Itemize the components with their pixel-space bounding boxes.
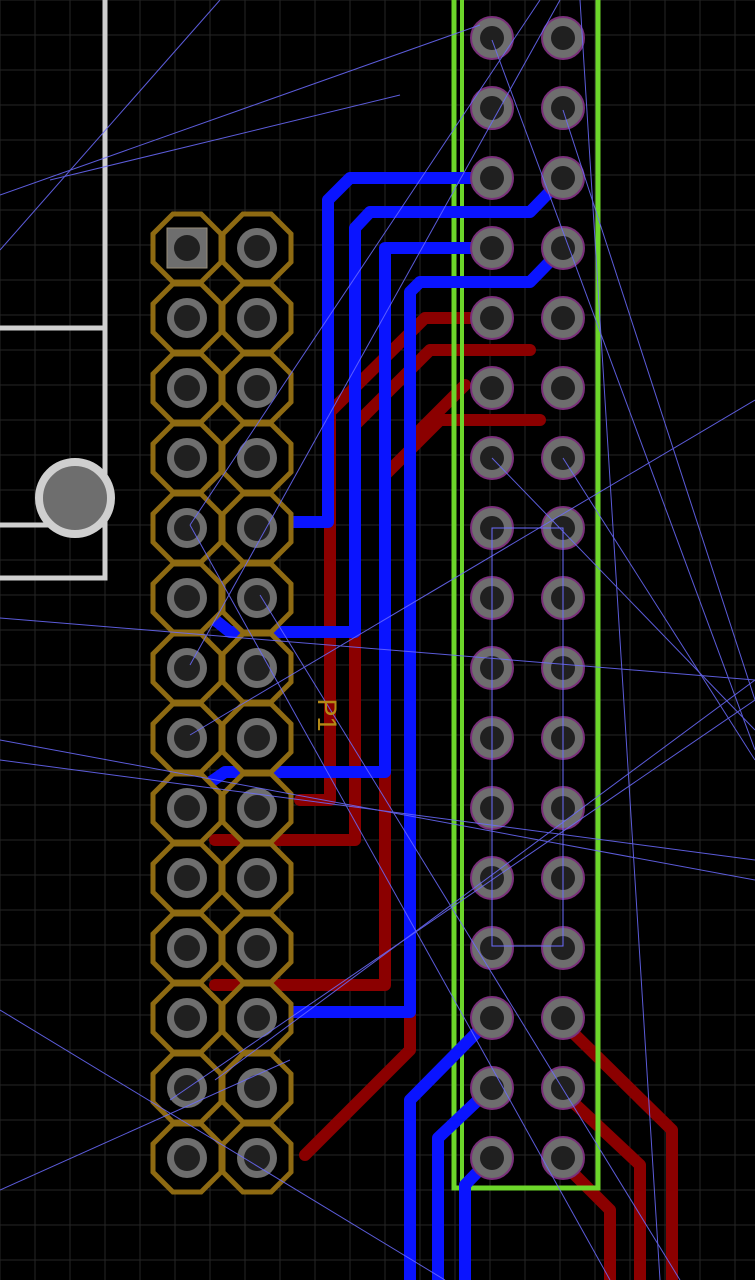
p1-pad[interactable] — [150, 211, 224, 285]
p1-pad[interactable] — [220, 701, 294, 775]
connector-right[interactable] — [470, 16, 585, 1180]
p1-pad[interactable] — [220, 211, 294, 285]
p1-pad[interactable] — [220, 1121, 294, 1195]
connector-pad[interactable] — [541, 996, 585, 1040]
p1-pad[interactable] — [220, 561, 294, 635]
top-trace — [432, 1081, 498, 1280]
connector-pad[interactable] — [541, 226, 585, 270]
connector-pad[interactable] — [541, 1136, 585, 1180]
p1-pad[interactable] — [150, 631, 224, 705]
connector-pad[interactable] — [470, 296, 514, 340]
top-trace — [199, 242, 498, 792]
top-copper-layer[interactable] — [199, 172, 569, 1280]
p1-pad[interactable] — [220, 771, 294, 845]
top-trace — [199, 172, 569, 638]
top-trace — [284, 242, 569, 1018]
p1-pad[interactable] — [150, 911, 224, 985]
p1-pad[interactable] — [220, 841, 294, 915]
mounting-hole[interactable] — [35, 458, 115, 538]
bottom-trace — [554, 1084, 646, 1280]
p1-pad[interactable] — [150, 701, 224, 775]
connector-pad[interactable] — [541, 16, 585, 60]
p1-pad[interactable] — [150, 1121, 224, 1195]
p1-pad[interactable] — [220, 631, 294, 705]
connector-pad[interactable] — [541, 156, 585, 200]
connector-pad[interactable] — [470, 1136, 514, 1180]
p1-pad[interactable] — [150, 841, 224, 915]
connector-pad[interactable] — [470, 366, 514, 410]
top-trace — [284, 172, 498, 528]
p1-pad[interactable] — [220, 421, 294, 495]
p1-pad[interactable] — [150, 771, 224, 845]
ratsnest-box — [491, 527, 564, 947]
connector-pad[interactable] — [470, 996, 514, 1040]
connector-pad[interactable] — [541, 296, 585, 340]
p1-pad[interactable] — [220, 1051, 294, 1125]
connector-p1[interactable] — [150, 211, 294, 1195]
bottom-trace — [554, 1154, 616, 1280]
component-ref-p1: P1 — [312, 698, 342, 731]
connector-pad[interactable] — [541, 1066, 585, 1110]
p1-pad[interactable] — [220, 491, 294, 565]
p1-pad[interactable] — [150, 421, 224, 495]
connector-pad[interactable] — [470, 1066, 514, 1110]
p1-pad[interactable] — [150, 281, 224, 355]
connector-outline-right — [451, 0, 601, 1191]
p1-pad[interactable] — [150, 981, 224, 1055]
connector-pad[interactable] — [541, 366, 585, 410]
p1-pad[interactable] — [150, 351, 224, 425]
connector-pad[interactable] — [470, 156, 514, 200]
p1-pad[interactable] — [220, 281, 294, 355]
connector-pad[interactable] — [541, 86, 585, 130]
top-trace — [404, 1011, 498, 1280]
connector-pad[interactable] — [470, 86, 514, 130]
p1-pad[interactable] — [150, 491, 224, 565]
connector-pad[interactable] — [470, 16, 514, 60]
connector-pad[interactable] — [541, 926, 585, 970]
p1-pad[interactable] — [150, 561, 224, 635]
p1-pad[interactable] — [220, 981, 294, 1055]
p1-pad[interactable] — [220, 911, 294, 985]
connector-pad[interactable] — [470, 226, 514, 270]
